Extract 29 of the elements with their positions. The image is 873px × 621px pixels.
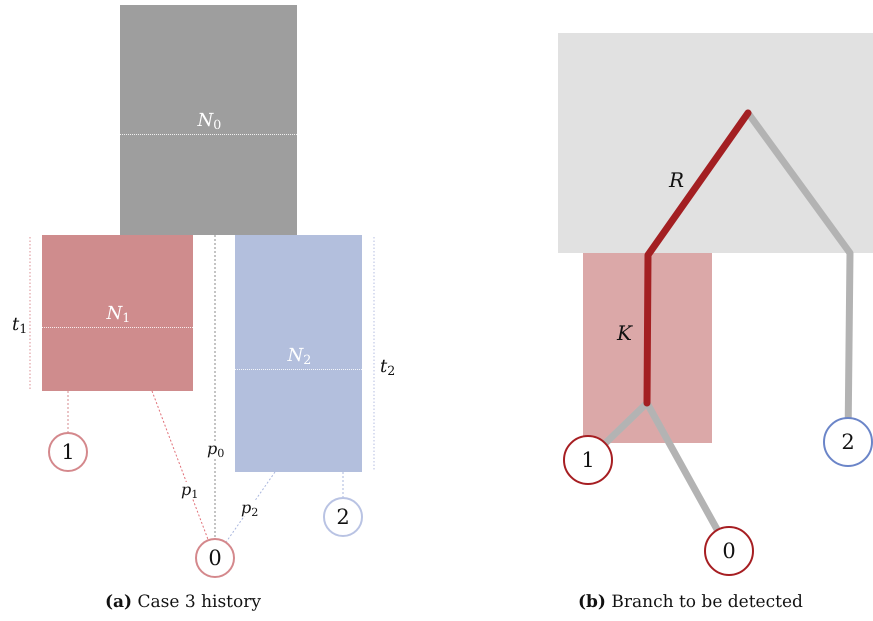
edge-label: p$_{1}$ xyxy=(180,482,200,498)
subfigure-caption: (b) Branch to be detected xyxy=(578,594,803,611)
sample-circle: 2 xyxy=(323,497,363,537)
population-label: N$_{0}$ xyxy=(198,112,222,130)
population-label: N$_{2}$ xyxy=(288,347,312,365)
edge-label: p$_{2}$ xyxy=(240,500,260,516)
population-box xyxy=(235,235,362,472)
dimension-label: t$_{2}$ xyxy=(380,358,396,376)
sample-circle: 1 xyxy=(48,432,88,472)
tree-branch xyxy=(644,110,752,406)
lineage-line xyxy=(214,234,216,538)
edge-label: R xyxy=(668,170,686,190)
subfigure-caption: (a) Case 3 history xyxy=(105,594,261,611)
sample-circle: 1 xyxy=(563,435,613,485)
lineage-line xyxy=(226,472,276,542)
edge-label: p$_{0}$ xyxy=(206,441,226,457)
region-box xyxy=(558,33,873,253)
population-box xyxy=(42,235,193,391)
sample-circle: 0 xyxy=(704,526,754,576)
sample-circle: 2 xyxy=(823,417,873,467)
branch-label: K xyxy=(617,323,632,343)
lineage-line xyxy=(342,472,344,498)
dimension-label: t$_{1}$ xyxy=(12,316,28,334)
sample-circle: 0 xyxy=(195,538,235,578)
population-box xyxy=(120,5,297,235)
population-label: N$_{1}$ xyxy=(106,305,130,323)
lineage-line xyxy=(152,390,208,540)
region-box xyxy=(583,253,712,443)
tree-branch xyxy=(644,400,720,533)
